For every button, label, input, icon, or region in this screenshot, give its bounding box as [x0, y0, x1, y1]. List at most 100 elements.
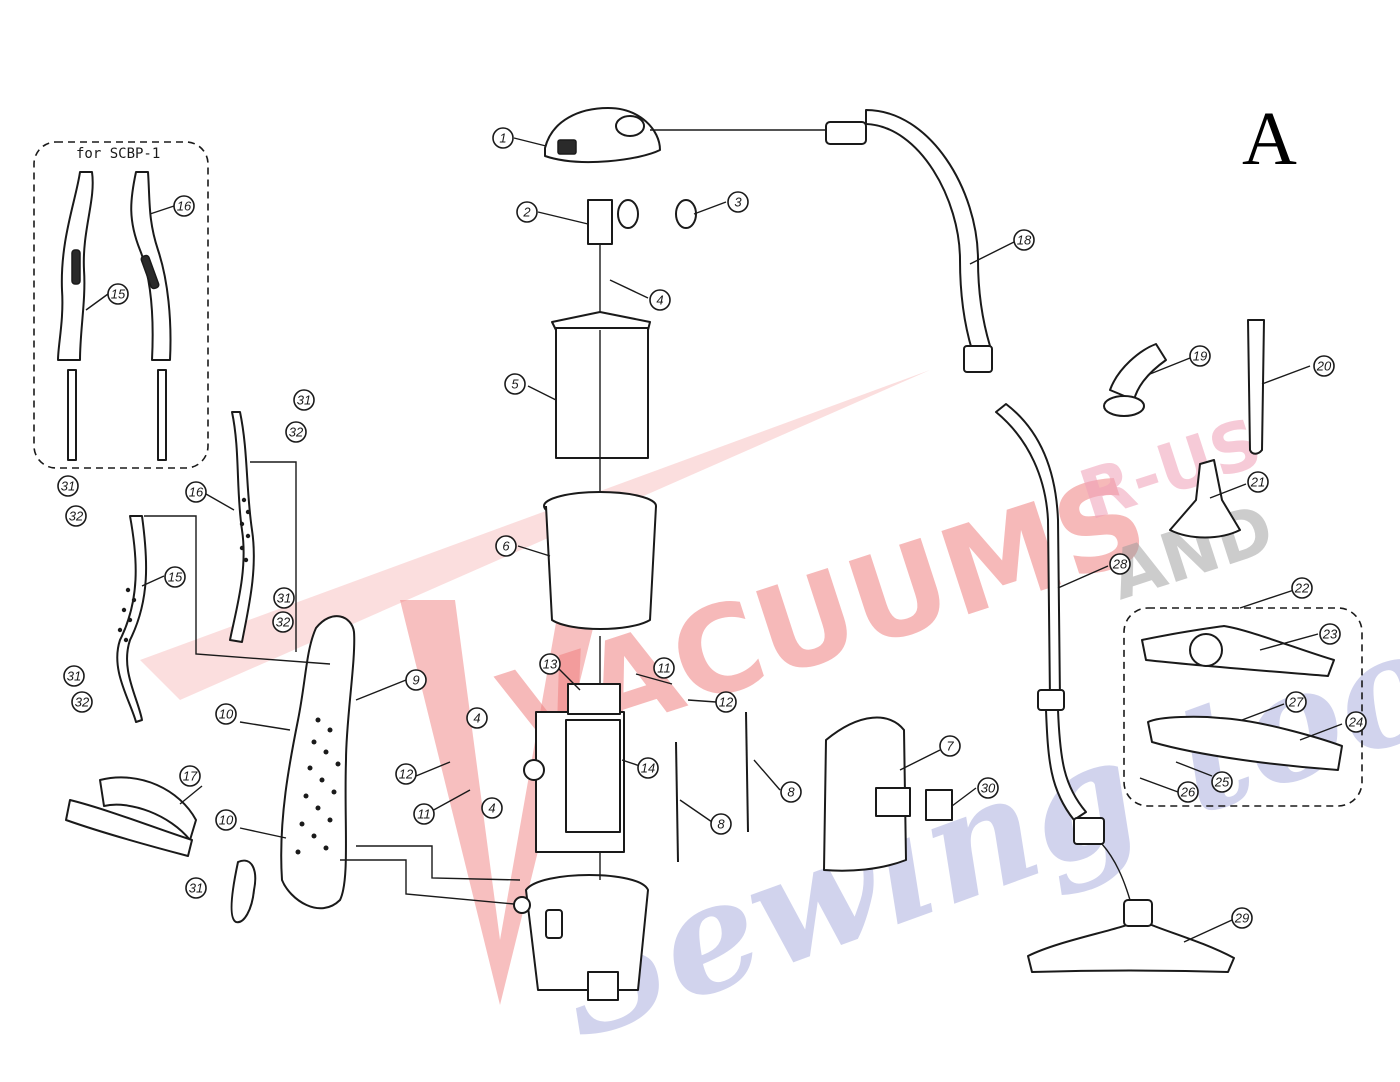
callout-32: 32 [71, 691, 93, 713]
callout-number: 12 [719, 695, 734, 710]
callout-19: 19 [1189, 345, 1211, 367]
callout-26: 26 [1177, 781, 1199, 803]
callout-11: 11 [413, 803, 435, 825]
watermark-red-v [400, 600, 600, 1005]
callout-number: 13 [543, 657, 558, 672]
callout-23: 23 [1319, 623, 1341, 645]
callout-number: 24 [1348, 715, 1363, 730]
callout-32: 32 [65, 505, 87, 527]
callout-12: 12 [715, 691, 737, 713]
callout-31: 31 [63, 665, 85, 687]
callout-number: 15 [111, 287, 126, 302]
callout-10: 10 [215, 809, 237, 831]
callout-number: 22 [1294, 581, 1310, 596]
callout-number: 2 [522, 205, 531, 220]
callout-7: 7 [939, 735, 961, 757]
callout-15: 15 [107, 283, 129, 305]
callout-21: 21 [1247, 471, 1269, 493]
callout-17: 17 [179, 765, 201, 787]
callout-2: 2 [516, 201, 538, 223]
callout-number: 21 [1250, 475, 1265, 490]
callout-1: 1 [492, 127, 514, 149]
section-letter: A [1242, 97, 1297, 181]
callout-4: 4 [649, 289, 671, 311]
callout-number: 18 [1017, 233, 1032, 248]
callout-32: 32 [272, 611, 294, 633]
callout-number: 11 [417, 807, 431, 822]
callout-number: 17 [183, 769, 198, 784]
callout-number: 32 [276, 615, 291, 630]
callout-27: 27 [1285, 691, 1307, 713]
callout-number: 11 [657, 661, 671, 676]
callout-16: 16 [173, 195, 195, 217]
callout-number: 15 [168, 570, 183, 585]
callout-8: 8 [710, 813, 732, 835]
callout-number: 8 [787, 785, 795, 800]
callout-28: 28 [1109, 553, 1131, 575]
callout-number: 26 [1180, 785, 1196, 800]
callout-8: 8 [780, 781, 802, 803]
callout-24: 24 [1345, 711, 1367, 733]
callout-number: 9 [412, 673, 419, 688]
callout-31: 31 [185, 877, 207, 899]
callout-number: 29 [1234, 911, 1249, 926]
callout-number: 20 [1316, 359, 1332, 374]
callouts: 1234445678891010111112121314151516161718… [57, 127, 1367, 929]
inset-box-scbp1: for SCBP-1 [33, 141, 209, 469]
callout-18: 18 [1013, 229, 1035, 251]
callout-25: 25 [1211, 771, 1233, 793]
callout-11: 11 [653, 657, 675, 679]
callout-5: 5 [504, 373, 526, 395]
callout-number: 31 [297, 393, 311, 408]
callout-number: 32 [75, 695, 90, 710]
callout-number: 10 [219, 813, 234, 828]
callout-number: 3 [734, 195, 742, 210]
callout-number: 14 [641, 761, 655, 776]
callout-number: 4 [656, 293, 663, 308]
callout-12: 12 [395, 763, 417, 785]
leader-lines [85, 137, 1343, 943]
callout-number: 28 [1112, 557, 1128, 572]
callout-number: 25 [1214, 775, 1230, 790]
callout-number: 4 [488, 801, 495, 816]
callout-31: 31 [293, 389, 315, 411]
callout-number: 32 [69, 509, 84, 524]
callout-number: 16 [177, 199, 192, 214]
callout-13: 13 [539, 653, 561, 675]
accessory-box [1123, 607, 1363, 807]
callout-10: 10 [215, 703, 237, 725]
callout-29: 29 [1231, 907, 1253, 929]
back-plate [280, 615, 356, 910]
callout-32: 32 [285, 421, 307, 443]
callout-number: 31 [189, 881, 203, 896]
callout-16: 16 [185, 481, 207, 503]
callout-4: 4 [466, 707, 488, 729]
callout-number: 1 [499, 131, 506, 146]
callout-number: 6 [502, 539, 510, 554]
callout-number: 5 [511, 377, 519, 392]
callout-number: 16 [189, 485, 204, 500]
callout-number: 31 [67, 669, 81, 684]
callout-number: 10 [219, 707, 234, 722]
callout-number: 31 [277, 591, 291, 606]
callout-number: 27 [1288, 695, 1304, 710]
callout-number: 8 [717, 817, 725, 832]
callout-30: 30 [977, 777, 999, 799]
callout-22: 22 [1291, 577, 1313, 599]
inset-box-label: for SCBP-1 [76, 146, 160, 162]
callout-15: 15 [164, 566, 186, 588]
callout-number: 32 [289, 425, 304, 440]
callout-number: 19 [1193, 349, 1207, 364]
canister-assembly [513, 107, 697, 1001]
callout-number: 31 [61, 479, 75, 494]
callout-number: 23 [1322, 627, 1338, 642]
callout-20: 20 [1313, 355, 1335, 377]
callout-number: 7 [946, 739, 954, 754]
callout-number: 4 [473, 711, 480, 726]
callout-31: 31 [273, 587, 295, 609]
callout-number: 30 [981, 781, 996, 796]
callout-31: 31 [57, 475, 79, 497]
callout-number: 12 [399, 767, 414, 782]
callout-14: 14 [637, 757, 659, 779]
